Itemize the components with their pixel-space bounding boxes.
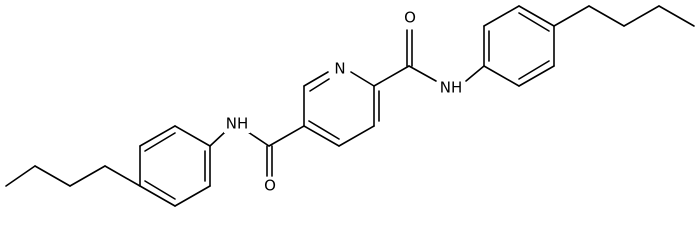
bond-carbonyl-nh-right <box>408 65 437 82</box>
bond-l4-inner <box>144 180 176 200</box>
bond-nh-aryl-right <box>465 65 485 82</box>
bond-l2 <box>139 125 176 147</box>
bond-r3 <box>518 5 555 27</box>
bond-rb2 <box>588 5 625 27</box>
pyridine-ring <box>303 71 380 147</box>
bond-carbonyl-nh-left <box>247 131 270 147</box>
bond-nh-aryl-left <box>209 131 226 147</box>
amide-left-nh-bg <box>224 115 250 133</box>
carbonyl-left-o-bg <box>263 177 277 195</box>
atom-labels: N NH NH O O <box>224 9 465 195</box>
bond-l5 <box>174 185 211 207</box>
bond-c4-c5-inner <box>308 120 340 140</box>
bond-n-c2 <box>350 71 375 87</box>
right-amide-group <box>373 29 485 87</box>
bond-lb3 <box>34 165 71 187</box>
left-butyl-chain <box>5 165 141 187</box>
bond-l1 <box>174 125 211 147</box>
bond-lb4 <box>5 165 36 187</box>
bond-r2 <box>483 5 520 27</box>
right-butyl-chain <box>553 5 695 27</box>
pyridine-n-bg <box>332 60 348 78</box>
bond-rb1 <box>553 5 590 27</box>
amide-right-nh-label: NH <box>440 79 463 97</box>
bond-l4 <box>139 185 176 207</box>
bond-r6 <box>483 65 520 87</box>
amide-right-nh-bg <box>437 79 465 97</box>
bond-c6-n <box>303 71 329 87</box>
bond-lb2 <box>69 165 106 187</box>
bond-c3-c4 <box>338 125 375 147</box>
bond-lb1 <box>104 165 141 187</box>
carbonyl-left-o-label: O <box>264 177 276 195</box>
bond-c4-c5 <box>303 125 340 147</box>
carbonyl-right-o-label: O <box>404 9 416 27</box>
left-amide-group <box>209 125 305 177</box>
molecule-drawing: N NH NH O O <box>5 5 695 207</box>
left-aryl-ring <box>139 125 211 207</box>
bond-rb3 <box>623 5 660 27</box>
bond-r5-inner <box>518 60 550 80</box>
bond-c2-carbonyl <box>373 65 410 87</box>
amide-left-nh-label: NH <box>226 115 249 133</box>
pyridine-n-label: N <box>334 60 345 78</box>
bond-r5 <box>518 65 555 87</box>
bond-c6-n-inner <box>309 78 330 92</box>
chemical-structure-canvas: N NH NH O O <box>5 5 695 207</box>
carbonyl-right-o-bg <box>403 9 417 27</box>
bond-l2-inner <box>144 132 176 152</box>
right-aryl-ring <box>483 5 555 87</box>
bond-r3-inner <box>518 12 550 32</box>
bond-rb4 <box>658 5 695 27</box>
bond-c5-carbonyl <box>268 125 305 147</box>
